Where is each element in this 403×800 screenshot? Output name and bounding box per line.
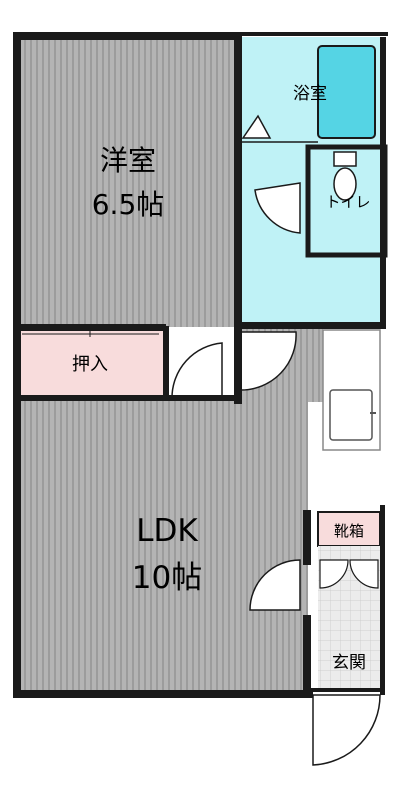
ldk-door-swing [249,559,301,611]
toilet-label: トイレ [325,193,370,211]
front-door-swing [312,694,381,766]
shoe-cabinet-label: 靴箱 [334,522,364,540]
room-door-swing [171,342,223,399]
shoe-cabinet [317,511,381,547]
entrance-inner-door-left [319,559,349,589]
entrance-inner-door-right [349,559,379,589]
toilet-bowl-icon [333,167,357,201]
kitchen-sink-icon [329,389,373,441]
bathroom-label: 浴室 [293,84,327,104]
ldk-size: 10帖 [132,560,202,596]
washbasin-icon [241,114,272,139]
outer-thin-line [238,32,388,36]
wash-door-swing [254,182,301,234]
western-room-floor [18,37,238,327]
walls [13,32,386,698]
entrance-label: 玄関 [332,653,366,673]
ldk-floor [18,398,308,693]
wet-door-swing [240,331,297,391]
bathtub [317,45,376,139]
western-room-size: 6.5帖 [92,188,165,221]
western-room-name: 洋室 [100,144,156,177]
closet-label: 押入 [72,354,108,375]
ldk-name: LDK [136,513,198,549]
closet [18,330,163,398]
toilet-tank-icon [333,151,357,167]
